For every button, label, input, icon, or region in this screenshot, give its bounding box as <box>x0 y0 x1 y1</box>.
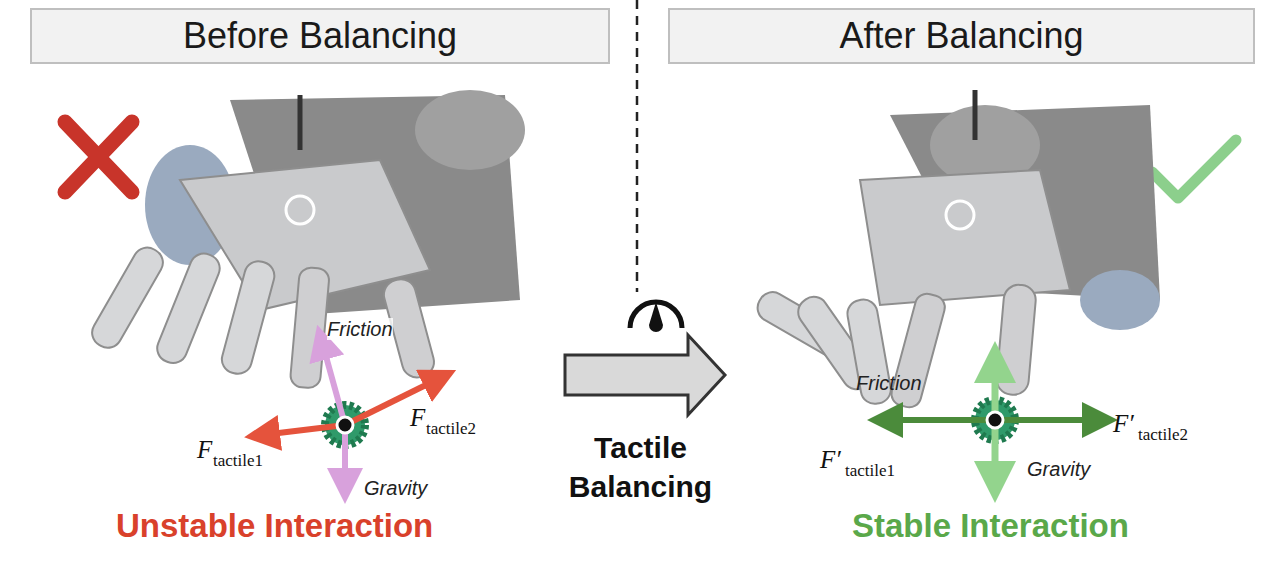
force-arrow <box>345 378 440 425</box>
finger <box>219 258 278 377</box>
header-box: After Balancing <box>668 8 1255 64</box>
cross-stroke <box>65 122 132 192</box>
robot-hand-left <box>87 90 525 389</box>
center-dot <box>337 417 353 433</box>
cable <box>298 95 303 150</box>
force-label: Gravity <box>1027 458 1090 480</box>
finger <box>153 249 224 367</box>
header-box: Before Balancing <box>30 8 610 64</box>
robot-hand-right <box>753 90 1161 410</box>
check-mark <box>1152 140 1236 198</box>
thumb <box>995 284 1036 396</box>
cross-stroke <box>65 122 132 192</box>
finger <box>87 243 168 353</box>
status-label: Stable Interaction <box>852 508 1129 544</box>
wrist <box>415 90 525 170</box>
force-subscript: tactile1 <box>845 462 895 481</box>
force-subscript: tactile1 <box>213 452 263 471</box>
force-symbol: F <box>410 404 425 432</box>
force-label: Gravity <box>364 477 427 499</box>
status-label: Unstable Interaction <box>116 508 433 544</box>
force-symbol: F′ <box>820 446 841 474</box>
center-dot <box>987 412 1003 428</box>
force-subscript: tactile2 <box>426 420 476 439</box>
arm-joint <box>1080 270 1160 330</box>
finger <box>290 267 330 389</box>
force-arrow <box>262 425 345 435</box>
force-arrow <box>995 417 1100 423</box>
transition-arrow <box>565 335 725 415</box>
cross-mark <box>65 122 132 192</box>
step-label: Tactile Balancing <box>553 428 728 506</box>
header-text: Before Balancing <box>183 15 457 57</box>
header-text: After Balancing <box>839 15 1083 57</box>
palm-ring <box>946 201 974 229</box>
cable <box>973 90 978 140</box>
divider-line <box>636 0 639 292</box>
palm-ring <box>286 196 314 224</box>
force-subscript: tactile2 <box>1138 426 1188 445</box>
force-symbol: F′ <box>1113 410 1134 438</box>
palm <box>860 170 1070 305</box>
gauge-needle <box>649 302 663 332</box>
force-arrow <box>885 417 995 423</box>
force-label: Friction <box>327 318 393 340</box>
force-symbol: F <box>197 436 212 464</box>
force-label: Friction <box>856 372 922 394</box>
friction-arrow <box>322 342 345 425</box>
